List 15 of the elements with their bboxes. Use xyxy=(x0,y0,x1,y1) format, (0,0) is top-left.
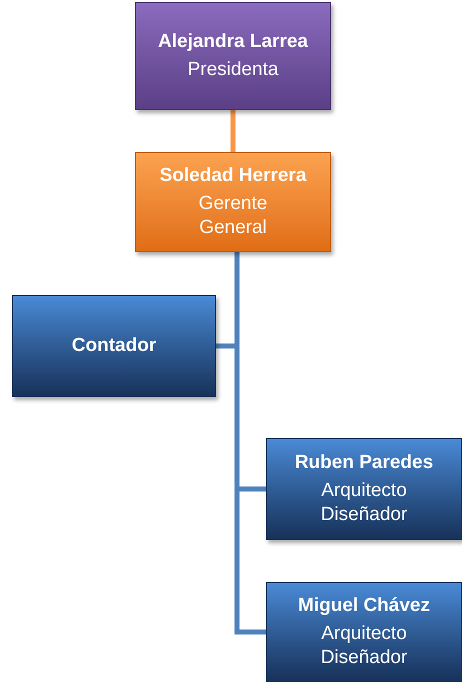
person-name: Miguel Chávez xyxy=(297,594,431,618)
org-chart-box xyxy=(135,2,331,110)
job-title: Arquitecto Diseñador xyxy=(320,622,408,670)
person-name: Soledad Herrera xyxy=(158,164,308,188)
person-name: Contador xyxy=(70,334,158,358)
org-chart-box xyxy=(266,582,462,682)
org-chart-box xyxy=(135,152,331,252)
person-name: Alejandra Larrea xyxy=(157,30,309,54)
person-name: Ruben Paredes xyxy=(294,451,434,475)
connector-line xyxy=(230,110,236,152)
org-chart-box xyxy=(12,295,216,397)
job-title: Arquitecto Diseñador xyxy=(320,479,408,527)
job-title: Presidenta xyxy=(188,58,278,82)
job-title: Gerente General xyxy=(198,192,268,240)
org-chart-box xyxy=(266,438,462,540)
